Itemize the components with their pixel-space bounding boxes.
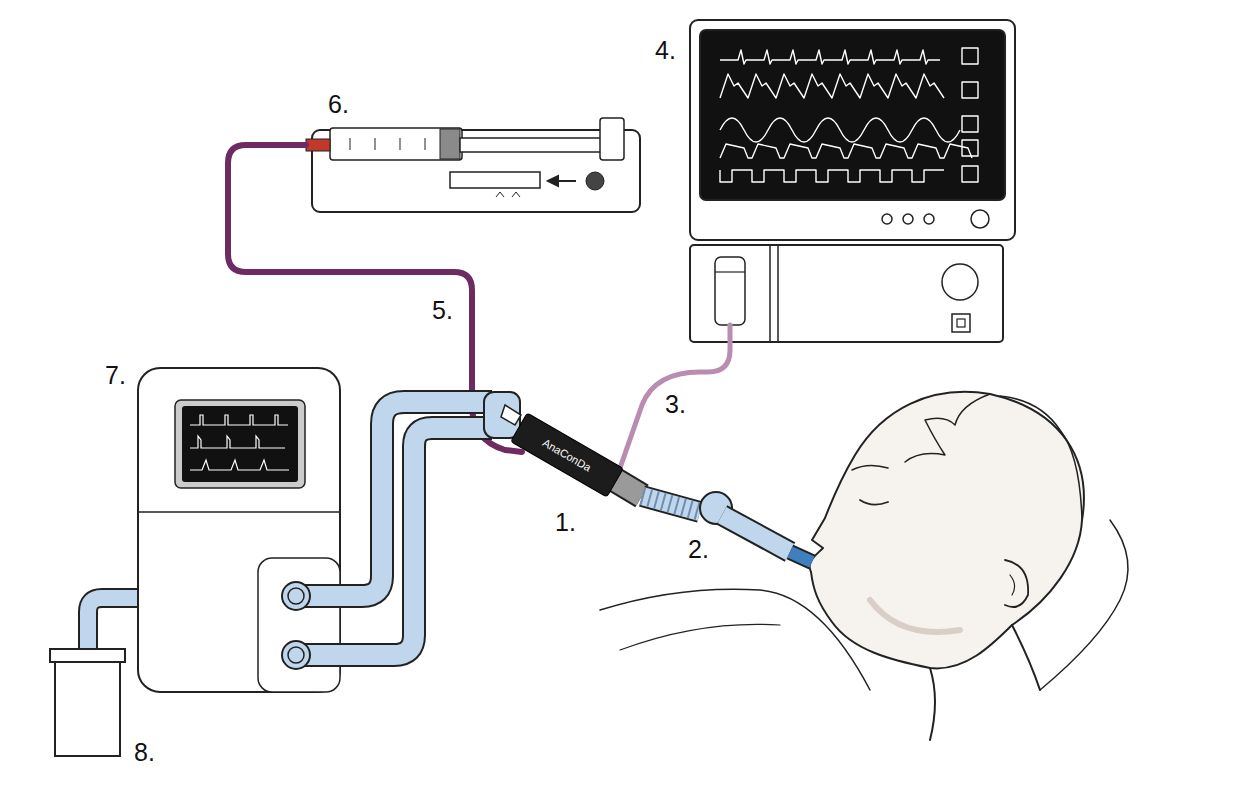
callout-number: 2.	[688, 537, 709, 562]
ventilator	[50, 368, 340, 756]
syringe-pump	[306, 118, 640, 212]
gas-sampling-line	[620, 325, 730, 468]
vaporizer-device: AnaConDa	[510, 412, 624, 497]
patient-tubing	[612, 478, 812, 562]
callout-number: 6.	[328, 92, 349, 117]
callout-number: 5.	[432, 298, 453, 323]
callout-number: 4.	[655, 38, 676, 63]
callout-number: 7.	[105, 363, 126, 388]
patient	[600, 392, 1128, 740]
callout-number: 8.	[134, 740, 155, 765]
breathing-circuit	[296, 402, 492, 655]
device-label: AnaConDa	[541, 436, 594, 473]
callout-number: 3.	[665, 392, 686, 417]
callout-number: 1.	[555, 510, 576, 535]
patient-monitor	[690, 20, 1015, 342]
